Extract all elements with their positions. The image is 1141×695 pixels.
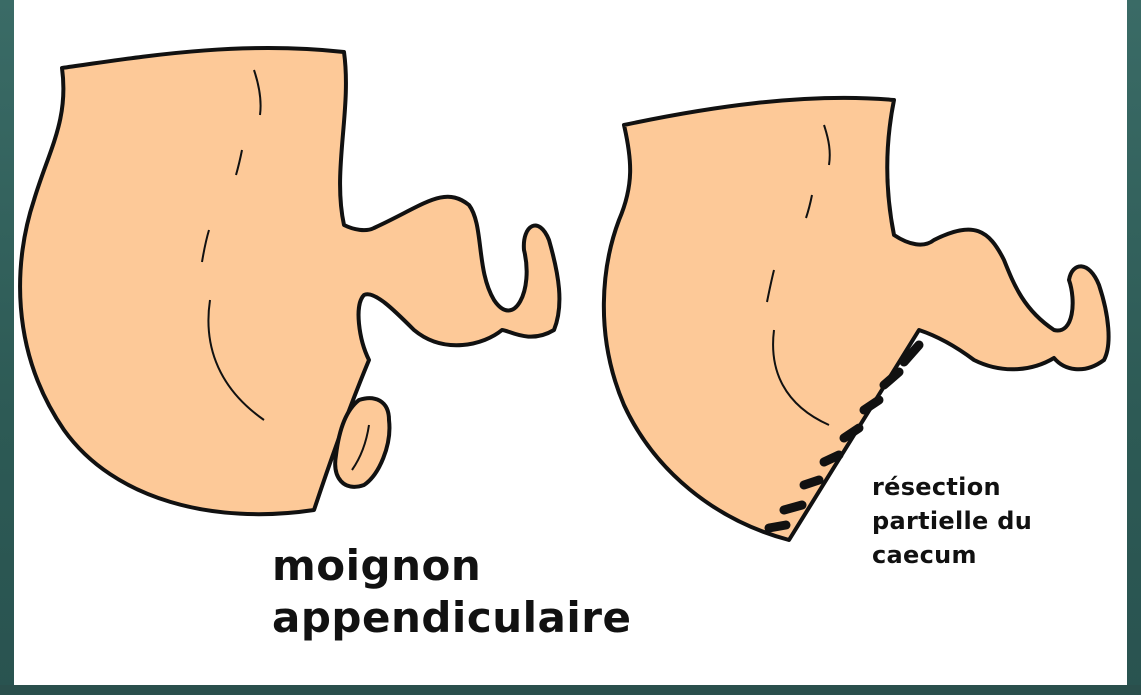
label-right-line-3: caecum [872, 538, 1032, 572]
right-caecum-figure [604, 98, 1109, 540]
right-caecum-body [604, 98, 1109, 540]
left-caecum-figure [20, 48, 559, 514]
label-right-line-1: résection [872, 470, 1032, 504]
label-left-line-2: appendiculaire [272, 592, 631, 644]
diagram-panel: moignon appendiculaire résection partiel… [14, 0, 1127, 685]
left-caecum-body [20, 48, 559, 514]
label-appendicular-stump: moignon appendiculaire [272, 540, 631, 644]
label-right-line-2: partielle du [872, 504, 1032, 538]
label-partial-resection: résection partielle du caecum [872, 470, 1032, 572]
label-left-line-1: moignon [272, 540, 631, 592]
slide-bottom-bar [0, 685, 1141, 695]
